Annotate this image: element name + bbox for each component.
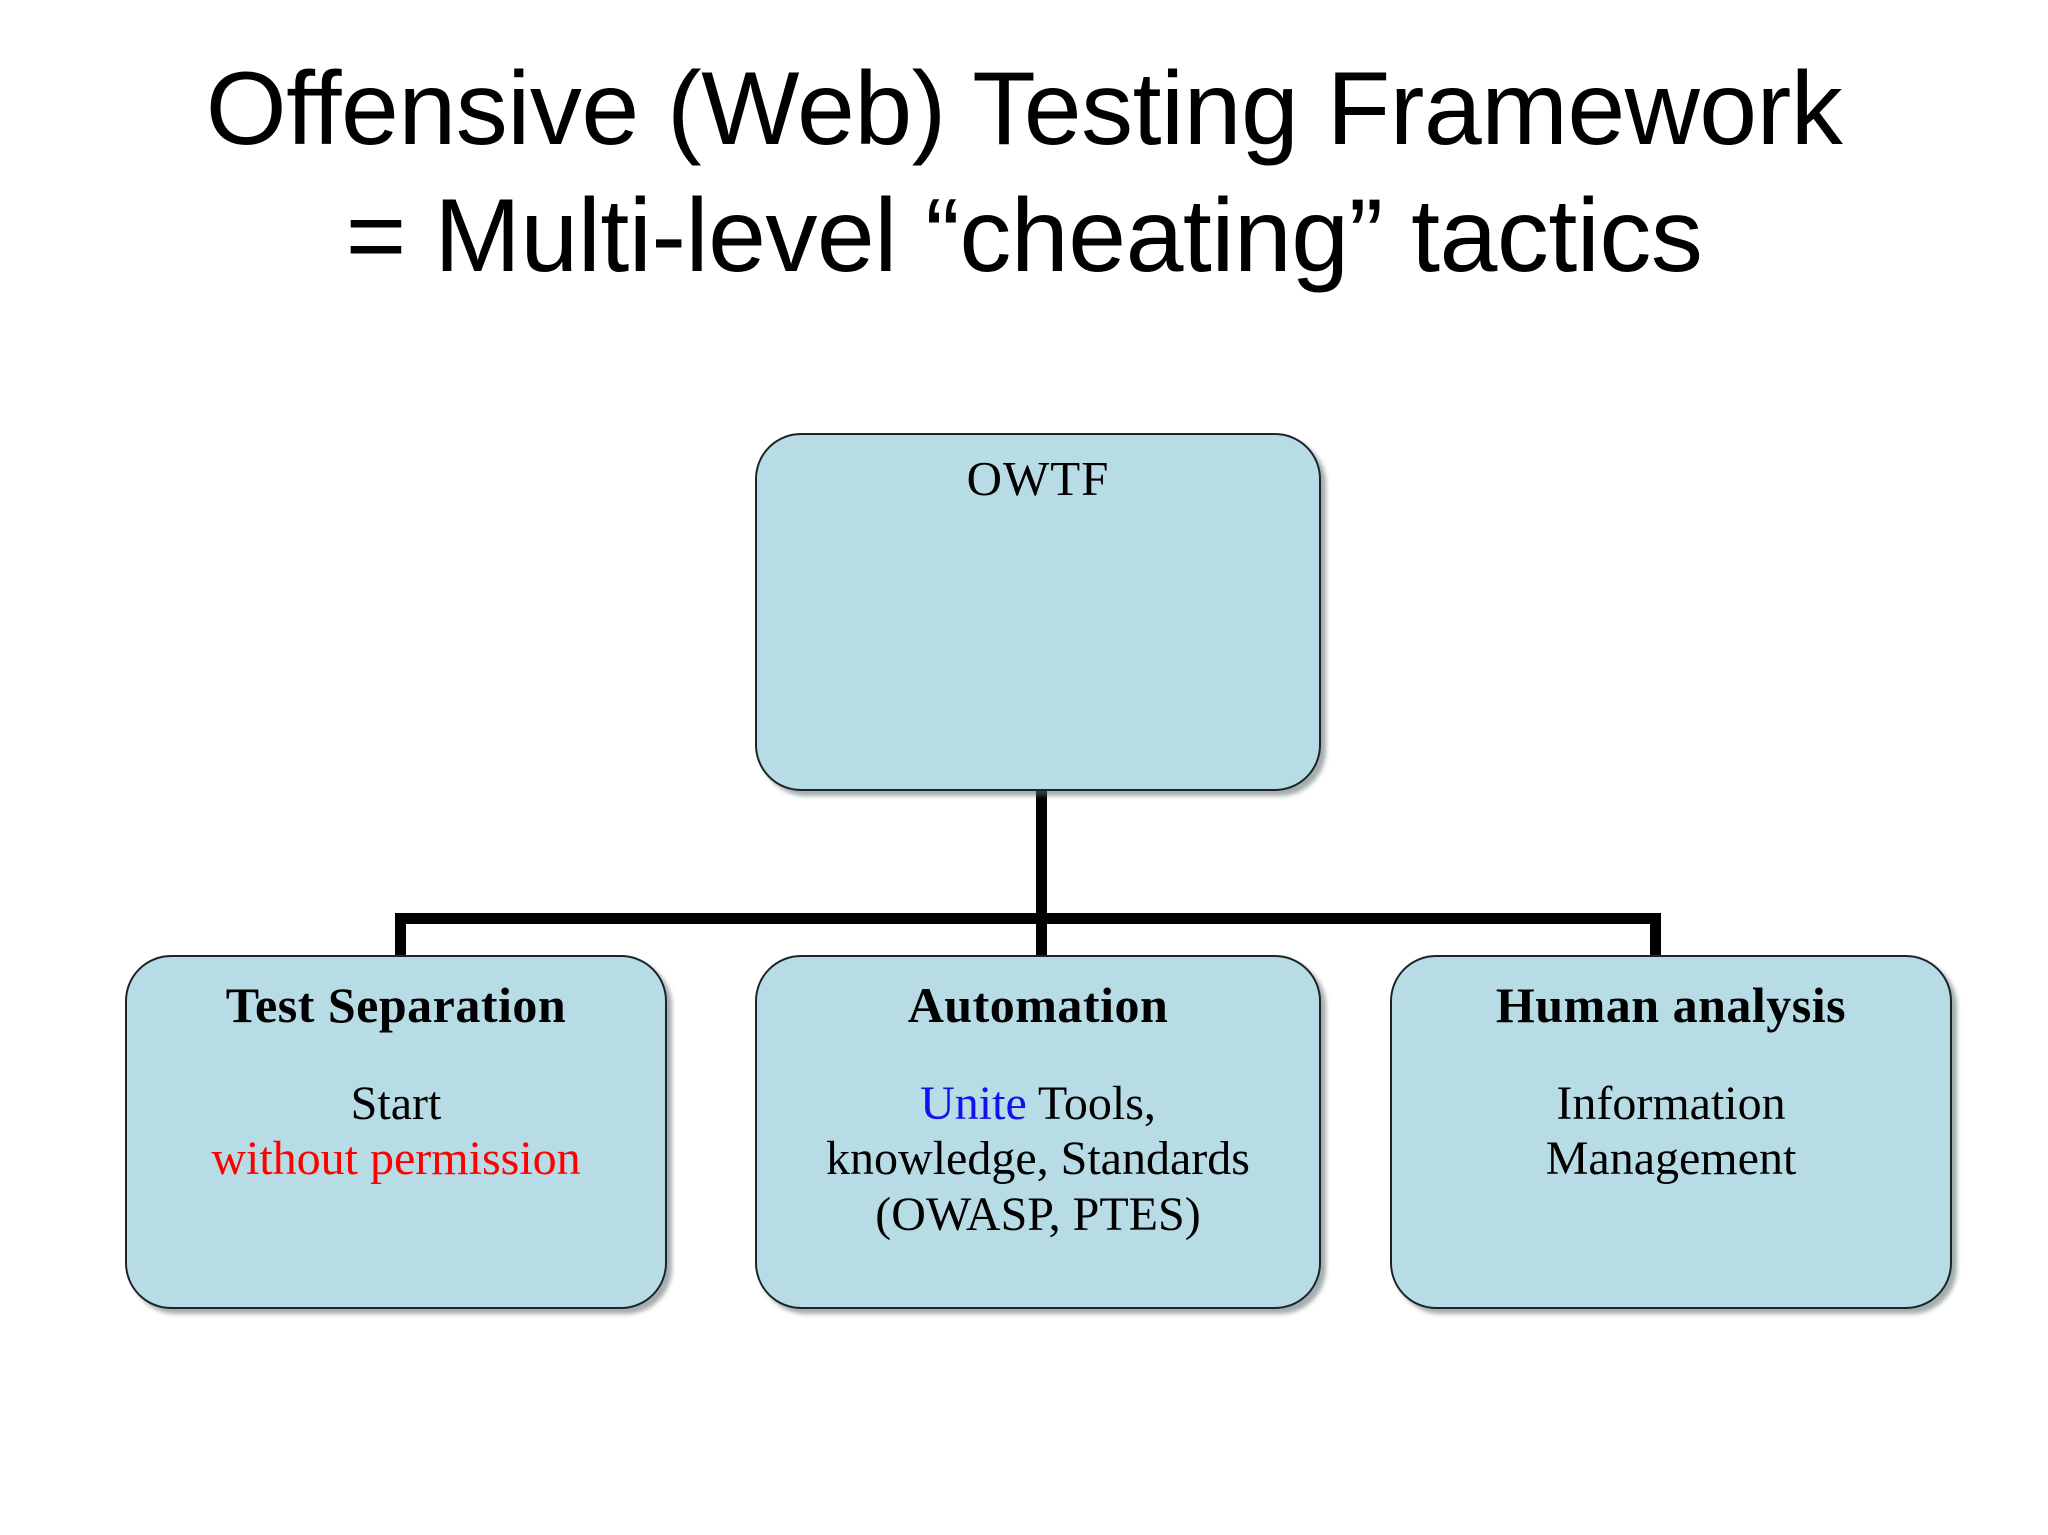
diagram-node-body-line: Start: [139, 1076, 653, 1132]
diagram-node-owtf-title: OWTF: [966, 451, 1110, 506]
diagram-node-test-separation-title: Test Separation: [225, 977, 567, 1033]
diagram-node-body-segment: without permission: [211, 1132, 581, 1186]
diagram-node-automation-title: Automation: [907, 977, 1169, 1033]
diagram-node-body-segment: Information: [1556, 1076, 1786, 1130]
diagram-node-owtf[interactable]: OWTF: [755, 433, 1321, 791]
diagram-node-body-segment: Tools,: [1026, 1076, 1156, 1130]
diagram-node-body-line: Information: [1404, 1076, 1938, 1132]
diagram-node-body-segment: (OWASP, PTES): [875, 1187, 1201, 1241]
connector-drop-left: [395, 913, 406, 981]
page-title: Offensive (Web) Testing Framework = Mult…: [0, 46, 2048, 300]
diagram-node-body-segment: Management: [1545, 1132, 1797, 1186]
connector-drop-right: [1650, 913, 1661, 981]
diagram-node-body-line: Management: [1404, 1131, 1938, 1187]
diagram-node-body-line: Unite Tools,: [769, 1076, 1307, 1132]
connector-root-stem: [1036, 789, 1047, 924]
diagram-node-body-segment: Start: [350, 1076, 442, 1130]
diagram-node-body-line: (OWASP, PTES): [769, 1187, 1307, 1243]
diagram-node-body-segment: Unite: [920, 1076, 1027, 1130]
diagram-node-body-segment: knowledge, Standards: [826, 1132, 1250, 1186]
diagram-node-human-analysis-title: Human analysis: [1495, 977, 1847, 1033]
connector-horizontal-bar: [395, 913, 1661, 924]
diagram-node-body-line: knowledge, Standards: [769, 1131, 1307, 1187]
diagram-node-body-line: without permission: [139, 1131, 653, 1187]
diagram-node-automation-body: Unite Tools,knowledge, Standards(OWASP, …: [757, 1076, 1319, 1243]
diagram-node-automation[interactable]: Automation Unite Tools,knowledge, Standa…: [755, 955, 1321, 1309]
connector-drop-middle: [1036, 913, 1047, 981]
page-title-line-1: Offensive (Web) Testing Framework: [205, 51, 1843, 167]
page-title-line-2: = Multi-level “cheating” tactics: [345, 177, 1703, 294]
